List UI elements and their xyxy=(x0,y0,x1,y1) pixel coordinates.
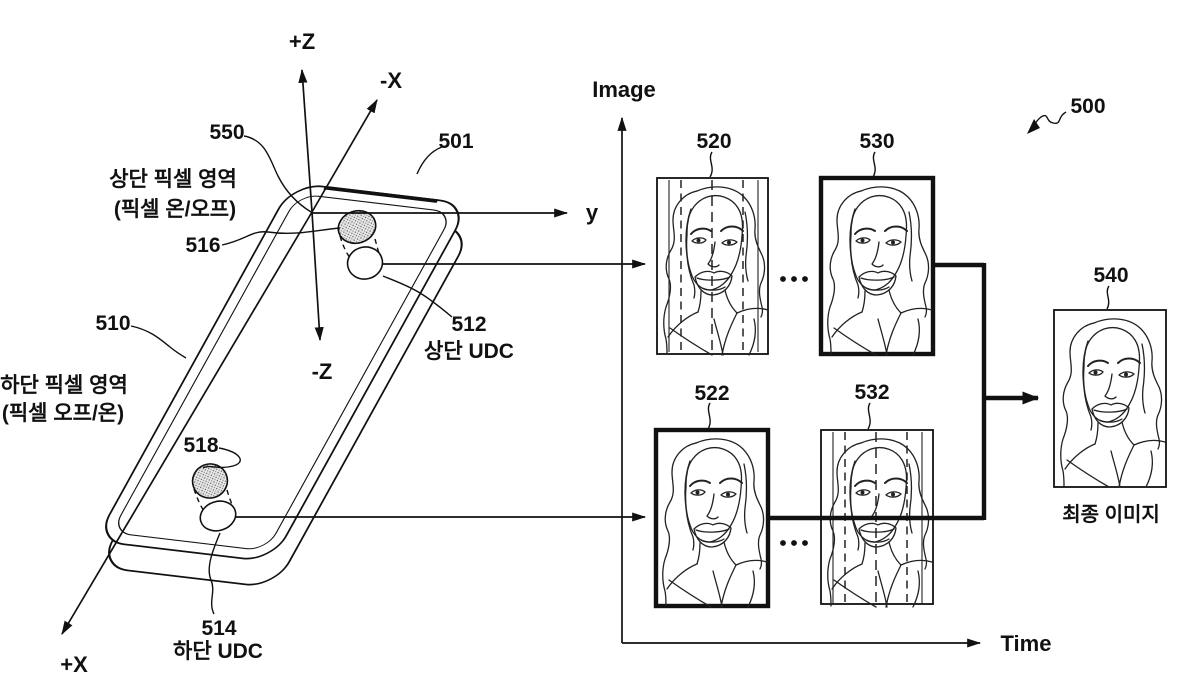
label-518: 518 xyxy=(183,434,218,457)
label-time-axis: Time xyxy=(1001,631,1052,656)
label-520: 520 xyxy=(696,130,731,153)
label-y-axis: y xyxy=(586,200,599,225)
label-plus-z: +Z xyxy=(289,29,315,54)
label-540: 540 xyxy=(1093,264,1128,287)
label-figure-ref: 500 xyxy=(1070,95,1105,118)
label-bottom-udc: 하단 UDC xyxy=(173,640,263,663)
label-minus-x: -X xyxy=(380,68,402,93)
label-550: 550 xyxy=(209,121,244,144)
leader-522 xyxy=(708,403,710,429)
label-image-axis: Image xyxy=(592,77,656,102)
frame-520 xyxy=(657,178,768,355)
label-512: 512 xyxy=(451,313,486,336)
label-530: 530 xyxy=(859,130,894,153)
frame-540 xyxy=(1054,310,1166,487)
ellipsis-top xyxy=(780,276,808,282)
label-532: 532 xyxy=(854,381,889,404)
label-514: 514 xyxy=(201,617,236,640)
label-plus-x: +X xyxy=(60,652,88,677)
phone-device xyxy=(95,183,473,588)
phone-front-face xyxy=(95,183,470,562)
label-501: 501 xyxy=(438,130,473,153)
frame-530 xyxy=(821,178,933,355)
leader-532 xyxy=(868,403,870,429)
leader-500-arrowhead xyxy=(1027,119,1040,134)
label-top-udc: 상단 UDC xyxy=(424,340,514,363)
label-bottom-pixel-region-line1: 하단 픽셀 영역 xyxy=(0,374,128,397)
frame-522 xyxy=(656,430,768,607)
leader-510 xyxy=(131,326,186,358)
leader-530 xyxy=(873,152,875,177)
label-top-pixel-region-line2: (픽셀 온/오프) xyxy=(114,198,236,221)
label-top-pixel-region-line1: 상단 픽셀 영역 xyxy=(109,168,237,191)
label-final-image-caption: 최종 이미지 xyxy=(1062,503,1160,526)
leader-520 xyxy=(710,152,712,177)
label-522: 522 xyxy=(694,382,729,405)
label-minus-z: -Z xyxy=(312,359,333,384)
label-510: 510 xyxy=(95,312,130,335)
ellipsis-bottom xyxy=(780,540,808,546)
label-bottom-pixel-region-line2: (픽셀 오프/온) xyxy=(2,402,124,425)
label-516: 516 xyxy=(185,234,220,257)
leader-540 xyxy=(1107,286,1109,309)
